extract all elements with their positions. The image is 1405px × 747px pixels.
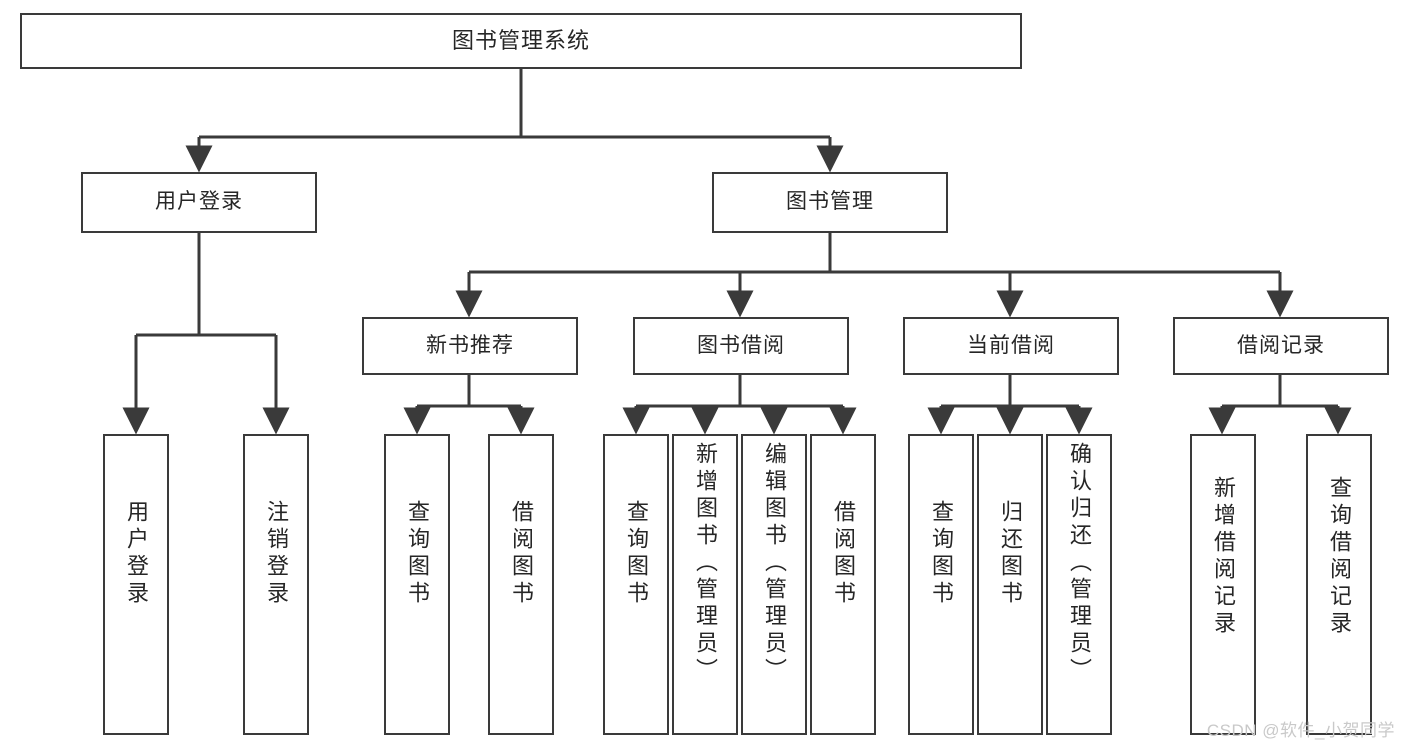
node-label: 图书管理: [786, 190, 874, 214]
leaf-user-login-login[interactable]: 用户登录: [103, 434, 169, 735]
node-label: 归还图书: [998, 500, 1023, 608]
node-label: 新书推荐: [426, 333, 514, 357]
leaf-recommend-borrow-book[interactable]: 借阅图书: [488, 434, 554, 735]
node-label: 新增借阅记录: [1211, 476, 1236, 638]
leaf-borrow-borrow-book[interactable]: 借阅图书: [810, 434, 876, 735]
node-label: 借阅图书: [509, 500, 534, 608]
node-label: 新增图书（管理员）: [693, 442, 718, 685]
leaf-user-login-logout[interactable]: 注销登录: [243, 434, 309, 735]
leaf-borrow-add-book-admin[interactable]: 新增图书（管理员）: [672, 434, 738, 735]
node-label: 注销登录: [264, 500, 289, 608]
node-book-borrow[interactable]: 图书借阅: [633, 317, 849, 375]
leaf-borrow-query-book[interactable]: 查询图书: [603, 434, 669, 735]
leaf-current-return-book[interactable]: 归还图书: [977, 434, 1043, 735]
node-label: 确认归还（管理员）: [1067, 442, 1092, 685]
node-label: 当前借阅: [967, 333, 1055, 357]
node-root-book-management-system[interactable]: 图书管理系统: [20, 13, 1022, 69]
node-label: 编辑图书（管理员）: [762, 442, 787, 685]
node-label: 查询图书: [624, 500, 649, 608]
node-label: 图书借阅: [697, 333, 785, 357]
watermark-text: CSDN @软件_小贺同学: [1206, 721, 1395, 740]
node-user-login[interactable]: 用户登录: [81, 172, 317, 233]
node-label: 借阅记录: [1237, 333, 1325, 357]
node-label: 用户登录: [124, 500, 149, 608]
leaf-recommend-query-book[interactable]: 查询图书: [384, 434, 450, 735]
node-new-book-recommend[interactable]: 新书推荐: [362, 317, 578, 375]
node-label: 借阅图书: [831, 500, 856, 608]
leaf-borrow-edit-book-admin[interactable]: 编辑图书（管理员）: [741, 434, 807, 735]
node-label: 用户登录: [155, 190, 243, 214]
node-label: 图书管理系统: [451, 28, 590, 54]
node-borrow-records[interactable]: 借阅记录: [1173, 317, 1389, 375]
leaf-records-query-record[interactable]: 查询借阅记录: [1306, 434, 1372, 735]
leaf-current-query-book[interactable]: 查询图书: [908, 434, 974, 735]
node-book-management[interactable]: 图书管理: [712, 172, 948, 233]
leaf-current-confirm-return-admin[interactable]: 确认归还（管理员）: [1046, 434, 1112, 735]
node-current-borrow[interactable]: 当前借阅: [903, 317, 1119, 375]
node-label: 查询图书: [405, 500, 430, 608]
leaf-records-add-record[interactable]: 新增借阅记录: [1190, 434, 1256, 735]
node-label: 查询借阅记录: [1327, 476, 1352, 638]
node-label: 查询图书: [929, 500, 954, 608]
